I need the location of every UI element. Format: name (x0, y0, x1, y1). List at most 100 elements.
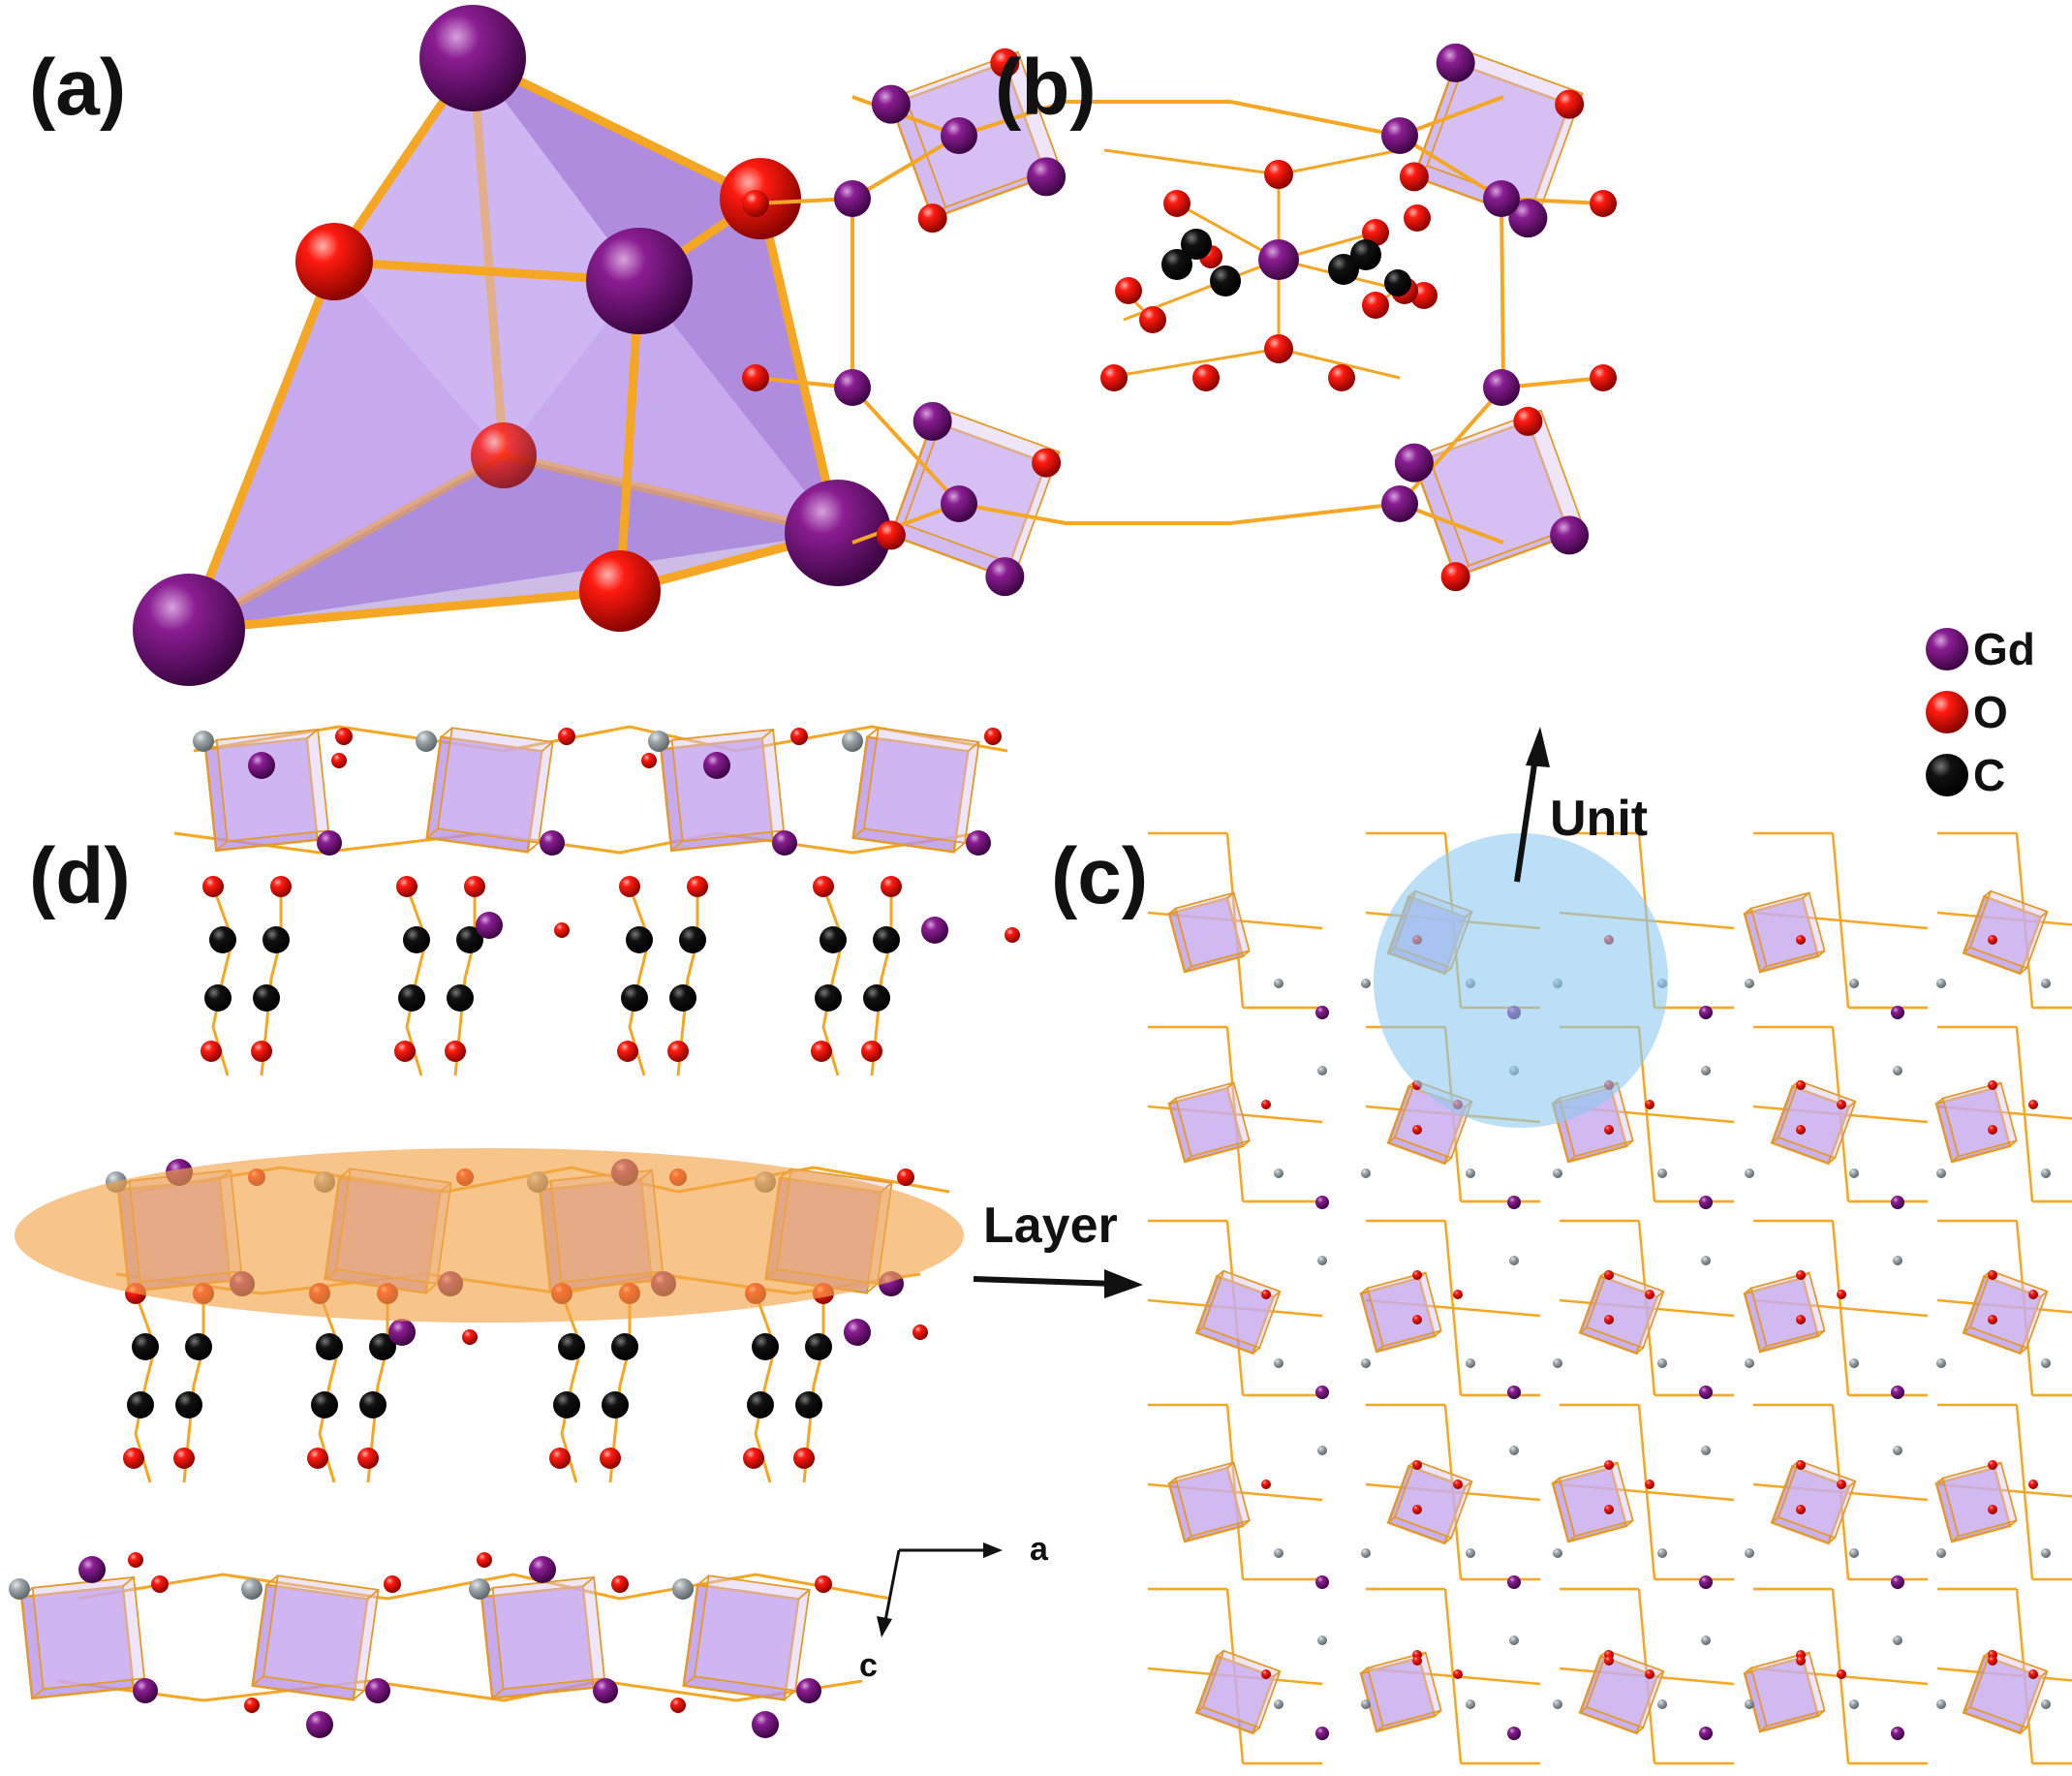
polyhedron-edge (541, 741, 554, 753)
oxygen-atom (1261, 1669, 1271, 1679)
gadolinium-atom (1483, 180, 1520, 217)
bridge-atom (1317, 1256, 1327, 1265)
oxygen-atom (1796, 1505, 1806, 1514)
oxygen-atom (1604, 1505, 1614, 1514)
gadolinium-atom (593, 1678, 618, 1703)
oxygen-atom (579, 550, 661, 632)
bond (2015, 1026, 2034, 1202)
polyhedron-edge (2040, 911, 2049, 919)
gadolinium-atom (871, 84, 911, 124)
oxygen-atom (1590, 190, 1617, 217)
bridge-atom (1553, 1699, 1562, 1709)
polyhedron-edge (2009, 1139, 2018, 1147)
carbon-atom (679, 926, 706, 953)
oxygen-atom (813, 876, 834, 897)
bridge-atom (2041, 1358, 2051, 1368)
oxygen-atom (251, 1041, 272, 1062)
oxygen-atom (201, 1041, 222, 1062)
carbon-atom (209, 926, 236, 953)
bridge-atom (469, 1578, 490, 1600)
polyhedron-edge (1983, 889, 1992, 897)
panel-b-unit (742, 43, 1617, 597)
polyhedron-edge (2040, 1670, 2049, 1678)
polyhedron-edge (1195, 1706, 1204, 1714)
polyhedron-edge (1579, 1326, 1588, 1334)
gadolinium-atom (1507, 1386, 1521, 1399)
oxygen-atom (1837, 1100, 1846, 1109)
oxygen-atom (670, 1698, 686, 1713)
polyhedra-group (1167, 889, 2049, 1735)
oxygen-atom (1404, 204, 1431, 232)
polyhedron-edge (1817, 950, 1826, 957)
gadolinium-atom (796, 1678, 821, 1703)
bridge-atom (1849, 1358, 1859, 1368)
bridge-atom (1893, 1636, 1902, 1645)
polyhedron-edge (866, 727, 880, 738)
polyhedron-edge (967, 741, 980, 753)
gadolinium-atom (540, 830, 565, 856)
polyhedron-edge (1226, 1461, 1235, 1469)
gadolinium-atom (1483, 369, 1520, 406)
polyhedron-edge (696, 1574, 710, 1586)
polyhedron-edge (306, 729, 319, 739)
polyhedron-edge (1216, 1269, 1224, 1277)
gadolinium-atom (703, 752, 730, 779)
polyhedron-edge (215, 840, 229, 852)
bridge-atom (1745, 1699, 1754, 1709)
oxygen-atom (1604, 1315, 1614, 1324)
oxygen-atom (1264, 334, 1293, 363)
bridge-atom (1274, 979, 1283, 988)
oxygen-atom (1988, 935, 1997, 945)
polyhedron-edge (1434, 1329, 1442, 1337)
gadolinium-atom (985, 557, 1025, 597)
oxygen-atom (687, 876, 708, 897)
oxygen-atom (1988, 1080, 1997, 1090)
polyhedron-edge (2019, 1347, 2027, 1355)
gadolinium-atom (1699, 1006, 1713, 1019)
oxygen-atom (549, 1448, 571, 1469)
oxygen-atom (1362, 292, 1389, 319)
oxygen-atom (1555, 89, 1585, 119)
oxygen-atom (811, 1041, 832, 1062)
polyhedron-edge (784, 1690, 796, 1700)
polyhedron-edge (491, 1688, 505, 1699)
oxygen-atom (1412, 1505, 1422, 1514)
polyhedron-edge (1951, 1535, 1960, 1542)
polyhedron-edge (1434, 1709, 1442, 1717)
oxygen-atom (1261, 1290, 1271, 1299)
oxygen-atom (1604, 1656, 1614, 1666)
carbon-atom (553, 1391, 580, 1418)
carbon-atom (863, 984, 890, 1012)
bridge-atom (1745, 1548, 1754, 1558)
carbon-atom (1210, 265, 1241, 296)
gadolinium-atom (941, 117, 977, 154)
bridge-atom (1553, 1358, 1562, 1368)
axis-c-label: c (859, 1647, 878, 1684)
polyhedron-edge (1252, 1347, 1260, 1355)
polyhedron-edge (1656, 1291, 1665, 1298)
bridge-atom (1317, 1066, 1327, 1075)
bridge-atom (1745, 1168, 1754, 1178)
oxygen-atom (1837, 1290, 1846, 1299)
polyhedron-edge (670, 840, 684, 852)
atom-group (1261, 935, 2051, 1740)
oxygen-atom (1796, 1125, 1806, 1135)
polyhedron-edge (1827, 1157, 1836, 1165)
legend-gd-label: Gd (1973, 624, 2035, 674)
oxygen-atom (1412, 1460, 1422, 1470)
polyhedron-edge (1951, 1155, 1960, 1163)
oxygen-atom (1261, 1100, 1271, 1109)
bridge-atom (1274, 1168, 1283, 1178)
bridge-atom (1936, 1548, 1946, 1558)
carbon-atom (369, 1333, 396, 1360)
oxygen-atom (1645, 1100, 1655, 1109)
oxygen-atom (1453, 1669, 1463, 1679)
bond (1225, 1404, 1245, 1580)
polyhedron-edge (1579, 1706, 1588, 1714)
polyhedron-edge (527, 842, 540, 853)
carbon-atom (669, 984, 696, 1012)
oxygen-atom (1453, 1290, 1463, 1299)
oxygen-atom (1032, 448, 1062, 478)
polyhedron-edge (1963, 1326, 1971, 1334)
